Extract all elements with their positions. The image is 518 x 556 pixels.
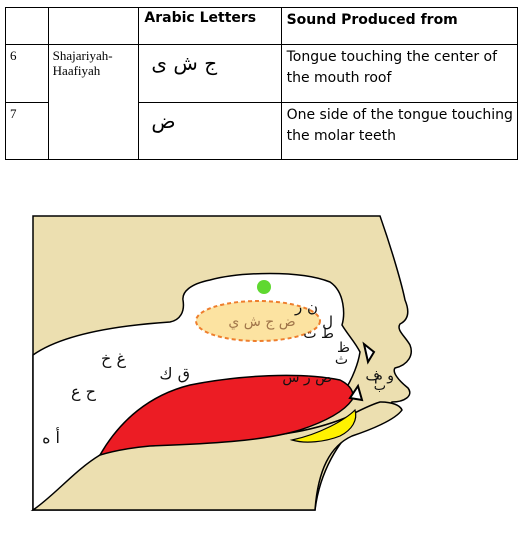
- label-ba: ب: [374, 379, 386, 394]
- row-category-name: Shajariyah-Haafiyah: [47, 44, 140, 160]
- label-nun-ra: ن ر: [294, 298, 318, 316]
- label-sad-zay-sin: ص ز س: [282, 370, 332, 386]
- header-cell-sound-produced: Sound Produced from: [280, 7, 518, 45]
- row-number: 7: [5, 102, 49, 160]
- label-tha: ث: [335, 352, 348, 368]
- row-arabic-letters: ج ش ى: [138, 44, 282, 103]
- header-cell-arabic-letters: Arabic Letters: [138, 7, 282, 45]
- table-row: 7 ض One side of the tongue touching the …: [5, 102, 518, 160]
- center-roof-marker: [257, 280, 271, 294]
- label-ta-dal: ط ت: [303, 326, 334, 342]
- label-lam: ل: [322, 313, 333, 331]
- label-throat-mid: ح ع: [71, 382, 97, 402]
- palate-highlight: [195, 300, 321, 342]
- row-sound-description: Tongue touching the center of the mouth …: [280, 44, 518, 103]
- label-qaf-kaf: ق ك: [159, 364, 190, 383]
- label-zha: ظ: [337, 340, 350, 356]
- upper-teeth: [362, 341, 376, 365]
- label-throat-high: غ خ: [101, 349, 126, 369]
- row-sound-description: One side of the tongue touching the mola…: [280, 102, 518, 160]
- table-row: 6 Shajariyah-Haafiyah ج ش ى Tongue touch…: [5, 44, 518, 160]
- row-arabic-letters: ض: [138, 102, 282, 160]
- label-fa: ف: [365, 368, 380, 384]
- label-waw-mim: و م: [374, 368, 394, 384]
- tongue-side: [289, 408, 357, 443]
- lower-teeth: [348, 383, 364, 402]
- makharij-table: Arabic Letters Sound Produced from 6 Sha…: [5, 7, 518, 160]
- label-throat-low: أ ه: [42, 427, 60, 447]
- palate-label: ض ج ش ي: [228, 314, 295, 330]
